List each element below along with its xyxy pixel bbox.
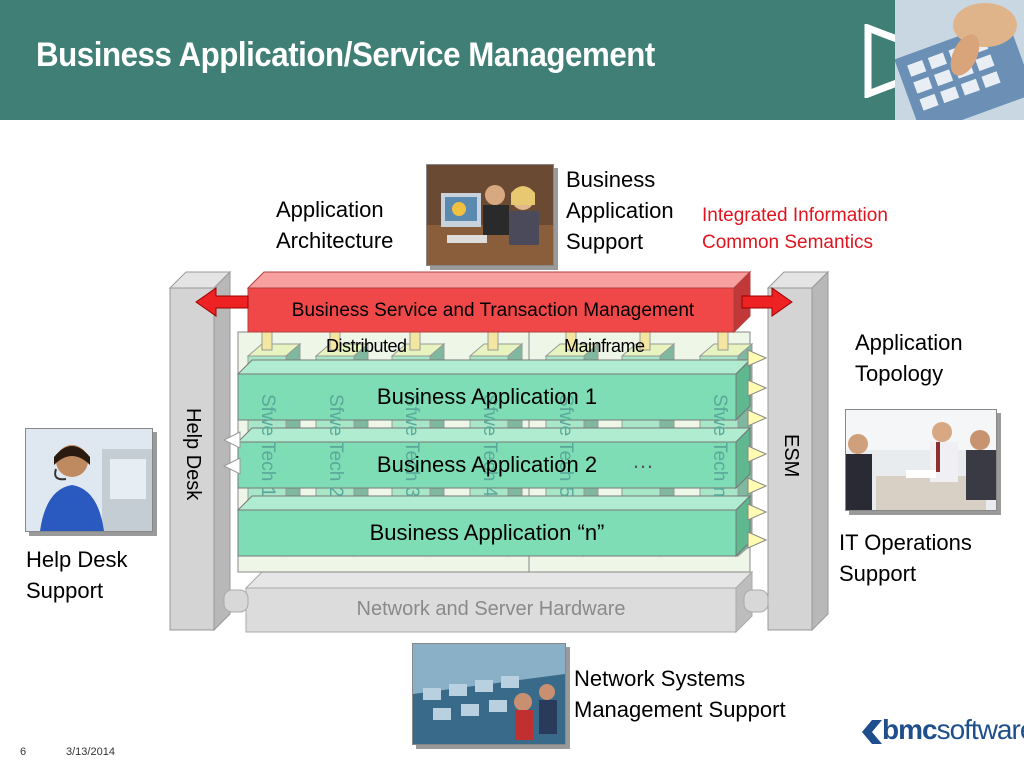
header-photo <box>895 0 1024 120</box>
slide-date: 3/13/2014 <box>66 746 115 758</box>
esm-pillar <box>766 270 830 632</box>
business-application-label: Business Application 2 <box>376 452 598 477</box>
ellipsis-label: … <box>632 448 654 473</box>
sfwe-tech-label: Sfwe Tech 2 <box>325 394 346 498</box>
network-systems-support-label: Network Systems Management Support <box>574 666 786 722</box>
help-desk-label: Help Desk <box>182 408 204 501</box>
help-desk-pillar <box>168 270 232 632</box>
application-architecture-label: Application Architecture <box>276 197 394 253</box>
red-arrows <box>195 287 793 317</box>
business-application-slab <box>236 349 768 422</box>
it-operations-support-label: IT Operations Support <box>839 530 972 586</box>
distributed-label: Distributed <box>326 336 407 356</box>
business-application-slab <box>236 409 768 495</box>
bmc-logo-bold: bmc <box>882 714 938 745</box>
sfwe-tech-label: Sfwe Tech n <box>709 394 730 498</box>
architecture-diagram <box>168 270 830 634</box>
left-arrows <box>222 431 241 475</box>
business-service-bar-label: Business Service and Transaction Managem… <box>291 300 695 321</box>
sfwe-tech-label: Sfwe Tech 4 <box>479 394 500 498</box>
network-systems-photo <box>412 643 566 745</box>
esm-label: ESM <box>780 434 802 478</box>
help-desk-support-label: Help Desk Support <box>26 547 128 603</box>
bmc-logo: bmcsoftware <box>860 712 1024 752</box>
sfwe-tech-label: Sfwe Tech 5 <box>555 394 576 498</box>
application-topology-label: Application Topology <box>855 330 963 386</box>
business-service-bar <box>246 270 752 334</box>
page-number: 6 <box>20 746 27 758</box>
business-application-label: Business Application 1 <box>376 384 598 409</box>
bmc-logo-light: software <box>936 714 1024 745</box>
integrated-information-label: Integrated Information Common Semantics <box>702 205 888 253</box>
sfwe-tech-label: Sfwe Tech 1 <box>257 394 278 498</box>
sfwe-tech-label: Sfwe Tech 3 <box>401 394 422 498</box>
network-hardware-label: Network and Server Hardware <box>356 598 626 620</box>
mainframe-label: Mainframe <box>564 336 645 356</box>
help-desk-photo <box>25 428 153 532</box>
business-application-support-label: Business Application Support <box>566 167 674 254</box>
business-application-slabs <box>236 349 768 558</box>
network-hardware-base <box>223 570 769 634</box>
application-support-photo <box>426 164 554 266</box>
slide-title: Business Application/Service Management <box>36 36 655 74</box>
business-application-slab <box>236 494 768 558</box>
it-operations-photo <box>845 409 997 511</box>
business-application-label: Business Application “n” <box>369 520 605 545</box>
bmc-logo-icon <box>862 720 882 744</box>
title-bar <box>0 0 1024 120</box>
